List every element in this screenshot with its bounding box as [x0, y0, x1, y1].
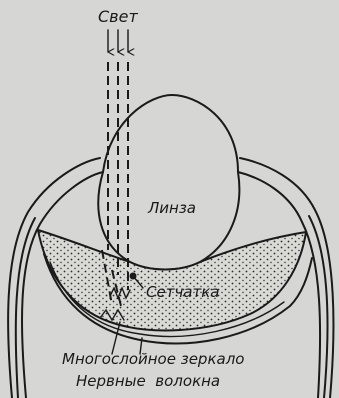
label-retina: Сетчатка [146, 283, 219, 301]
label-lens: Линза [147, 199, 196, 217]
label-mirror: Многослойное зеркало [62, 350, 244, 368]
retina [38, 230, 306, 330]
lens [98, 95, 239, 270]
label-light: Свет [98, 7, 138, 26]
label-fibers: Нервные волокна [76, 372, 220, 390]
light-arrows [108, 30, 128, 52]
